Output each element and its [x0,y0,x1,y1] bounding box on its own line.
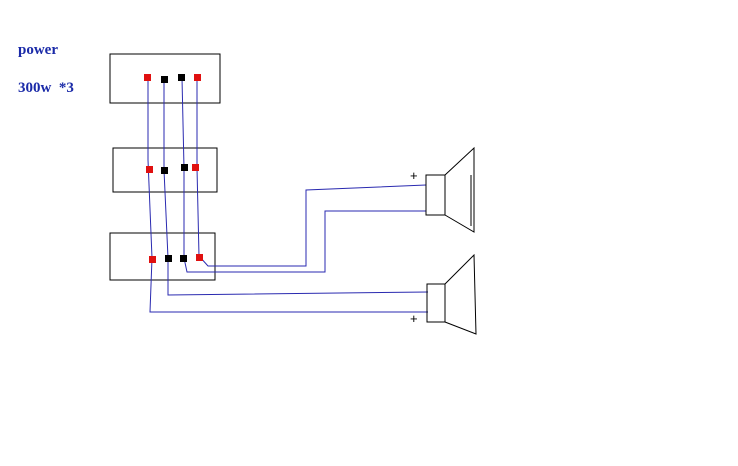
diagram-title: power [18,42,58,58]
bridge-wires [147,77,200,259]
negative-terminal [161,167,168,174]
speaker-1-polarity-label: + [410,168,418,183]
positive-terminal [194,74,201,81]
wire [183,210,426,273]
positive-terminal [192,164,199,171]
negative-terminal [178,74,185,81]
wire [149,257,428,313]
negative-terminal [180,255,187,262]
positive-terminal [144,74,151,81]
positive-terminal [196,254,203,261]
amplifier-box-1 [109,53,221,104]
negative-terminal [161,76,168,83]
speaker-2-wires [149,257,429,313]
speaker-2-polarity-label: + [410,311,418,326]
wire [167,258,429,296]
wire [147,78,153,259]
power-rating-label: 300w *3 [18,80,74,96]
positive-terminal [146,166,153,173]
amplifier-box-3 [109,232,216,281]
speaker-1-wires [183,184,427,273]
wire [198,184,427,267]
speaker-1-icon [425,146,475,233]
speaker-2-icon [426,253,477,335]
negative-terminal [165,255,172,262]
positive-terminal [149,256,156,263]
negative-terminal [181,164,188,171]
